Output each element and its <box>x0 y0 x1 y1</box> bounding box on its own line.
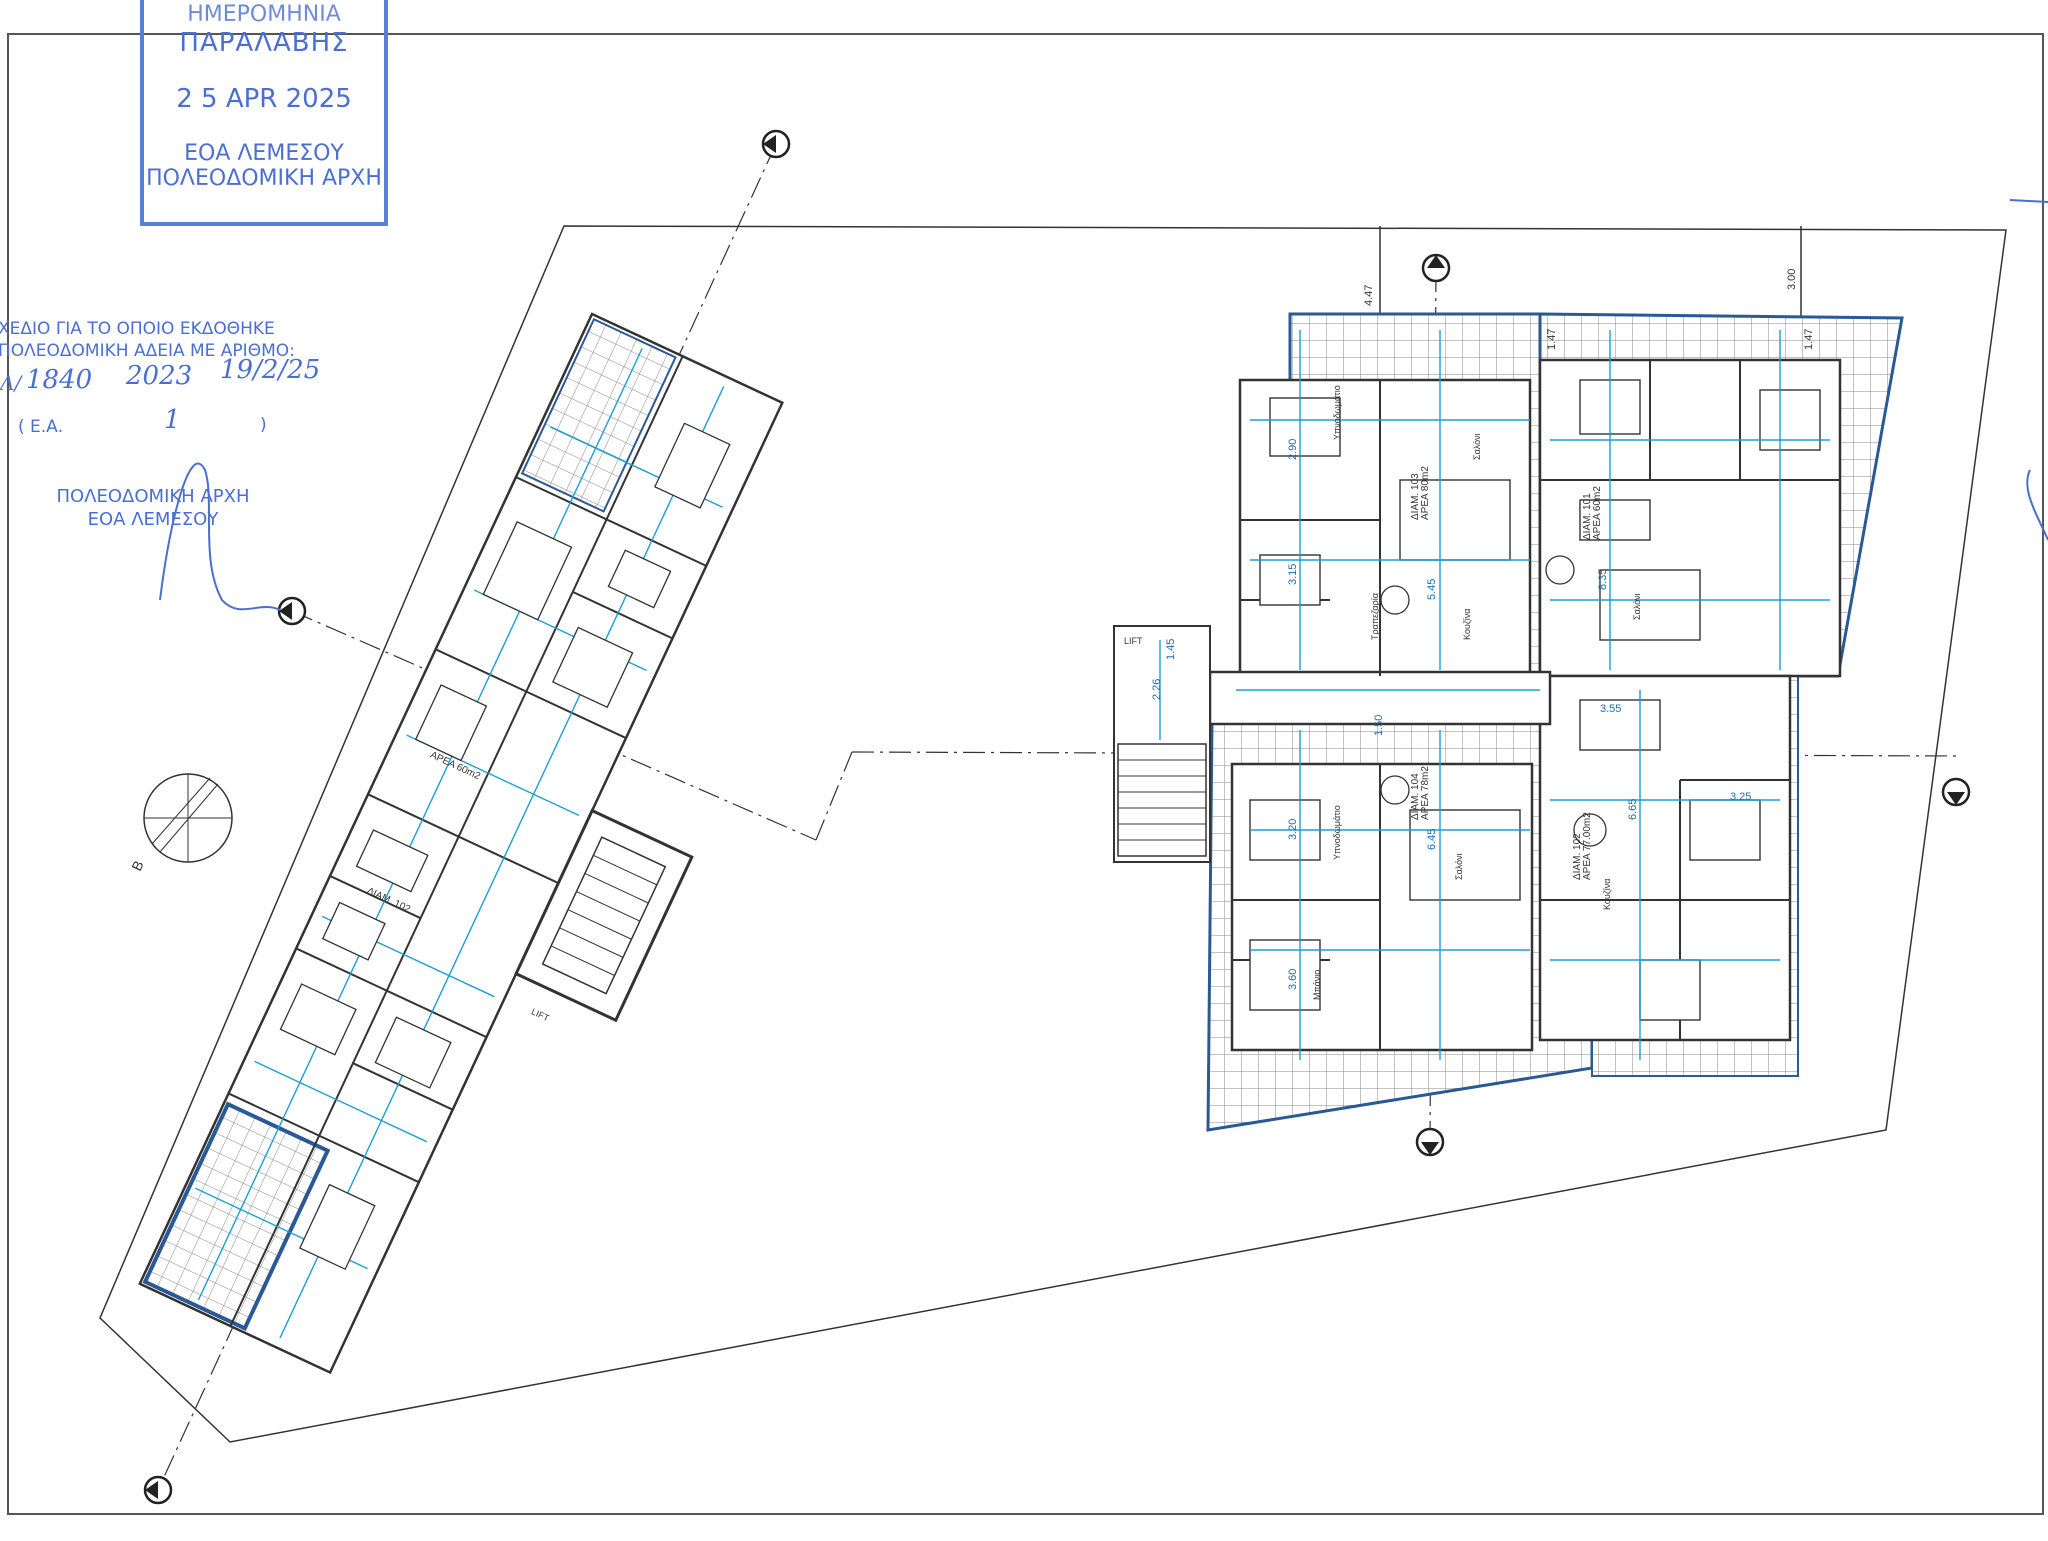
dimension-label: 2.90 <box>1287 439 1299 460</box>
permit-ea-value: 1 <box>164 405 181 435</box>
room-label: Κουζίνα <box>1462 609 1472 641</box>
stamp-office: ΕΟΑ ΛΕΜΕΣΟΥ <box>184 141 344 167</box>
left-building-plan: ΔΙΑΜ. 102 ΑΡΕΑ 60m2 LIFT <box>138 312 784 1375</box>
dimension-label: 6.65 <box>1627 799 1639 820</box>
sheet-border <box>7 33 2044 1515</box>
north-label: B <box>128 858 146 873</box>
room-label: Κουζίνα <box>1602 879 1612 911</box>
dimension-label: 1.45 <box>1165 639 1177 660</box>
apartment-label: ΔΙΑΜ. 101 <box>1582 493 1593 540</box>
area-label: ΑΡΕΑ 77.00m2 <box>1582 812 1593 880</box>
lift-label: LIFT <box>530 1006 551 1023</box>
permit-year: 2023 <box>126 361 193 391</box>
dimension-label: 1.47 <box>1803 329 1815 350</box>
dimension-label: 3.15 <box>1287 564 1299 585</box>
permit-date: 19/2/25 <box>220 355 321 385</box>
signature-icon <box>159 462 281 611</box>
apartment-label: ΔΙΑΜ. 104 <box>1410 773 1421 820</box>
permit-note: ΧΕΔΙΟ ΓΙΑ ΤΟ ΟΠΟΙΟ ΕΚΔΟΘΗΚΕ ΠΟΛΕΟΔΟΜΙΚΗ … <box>0 318 320 437</box>
right-building-plan: LIFT <box>1113 269 1904 1132</box>
stamp-authority: ΠΟΛΕΟΔΟΜΙΚΗ ΑΡΧΗ <box>146 166 382 192</box>
dimension-label: 3.00 <box>1786 269 1798 290</box>
permit-prefix: Λ/ <box>0 371 22 395</box>
stamp-line: ΠΑΡΑΛΑΒΗΣ <box>179 28 349 59</box>
apartment-label: ΔΙΑΜ. 102 <box>1572 833 1583 880</box>
dimension-label: 1.47 <box>1546 329 1558 350</box>
dimension-label: 3.60 <box>1287 969 1299 990</box>
permit-ea-label: ( Ε.Α. <box>18 417 64 437</box>
dimension-label: 8.35 <box>1597 569 1609 590</box>
dimension-label: 2.26 <box>1151 679 1163 700</box>
permit-closing: ) <box>260 415 267 435</box>
stamp-line: ΗΜΕΡΟΜΗΝΙΑ <box>187 2 341 27</box>
room-label: Υπνοδωμάτιο <box>1332 805 1342 860</box>
dimension-label: 1.50 <box>1373 715 1385 736</box>
area-label: ΑΡΕΑ 60m2 <box>1592 486 1603 540</box>
plot-boundary <box>99 225 2007 1443</box>
dimension-label: 3.20 <box>1287 819 1299 840</box>
dimension-label: 5.45 <box>1426 579 1438 600</box>
dimension-label: 6.45 <box>1426 829 1438 850</box>
room-label: Τραπεζαρία <box>1370 593 1380 640</box>
authority-line: ΕΟΑ ΛΕΜΕΣΟΥ <box>87 508 219 530</box>
apartment-label: ΔΙΑΜ. 103 <box>1410 473 1421 520</box>
permit-line: ΠΟΛΕΟΔΟΜΙΚΗ ΑΔΕΙΑ ΜΕ ΑΡΙΘΜΟ: <box>0 341 295 362</box>
area-label: ΑΡΕΑ 80m2 <box>1420 466 1431 520</box>
dimension-label: 3.55 <box>1600 703 1621 715</box>
room-label: Σαλόνι <box>1454 853 1464 880</box>
permit-number: 1840 <box>26 365 93 395</box>
room-label: Σαλόνι <box>1472 433 1482 460</box>
edge-mark-icon <box>2009 199 2048 541</box>
north-arrow-icon: B <box>128 773 233 873</box>
permit-line: ΧΕΔΙΟ ΓΙΑ ΤΟ ΟΠΟΙΟ ΕΚΔΟΘΗΚΕ <box>0 319 275 339</box>
stamp-date: 2 5 APR 2025 <box>176 84 352 115</box>
section-marker-icon <box>143 129 1971 1505</box>
dimension-label: 3.25 <box>1730 791 1751 803</box>
area-label: ΑΡΕΑ 78m2 <box>1420 766 1431 820</box>
receipt-stamp: ΗΜΕΡΟΜΗΝΙΑ ΠΑΡΑΛΑΒΗΣ 2 5 APR 2025 ΕΟΑ ΛΕ… <box>140 0 388 226</box>
room-label: Υπνοδωμάτιο <box>1332 385 1342 440</box>
authority-line: ΠΟΛΕΟΔΟΜΙΚΗ ΑΡΧΗ <box>56 486 250 507</box>
lift-label: LIFT <box>1124 636 1143 646</box>
room-label: Σαλόνι <box>1632 593 1642 620</box>
authority-note: ΠΟΛΕΟΔΟΜΙΚΗ ΑΡΧΗ ΕΟΑ ΛΕΜΕΣΟΥ <box>38 486 268 531</box>
dimension-leaders <box>1379 226 1802 316</box>
room-label: Μπάνιο <box>1312 970 1322 1000</box>
dimension-label: 4.47 <box>1363 285 1375 306</box>
